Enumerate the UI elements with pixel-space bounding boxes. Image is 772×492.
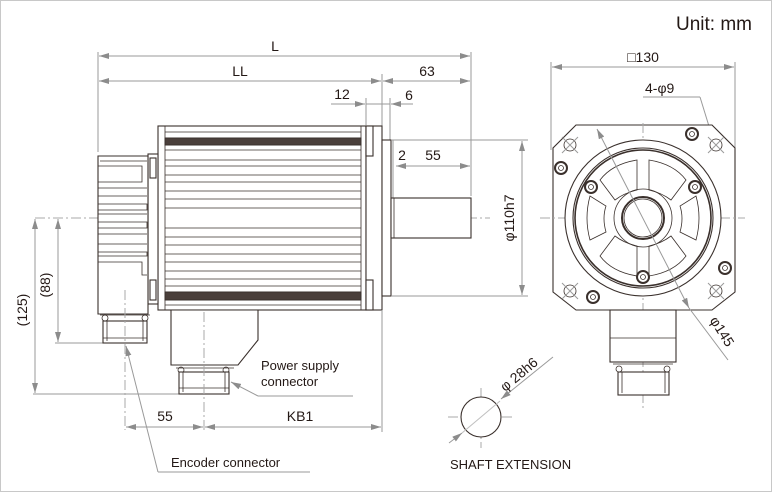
- power-supply-label-line1: Power supply: [261, 358, 340, 373]
- power-supply-connector: [170, 309, 259, 395]
- dim-55-connector-label: 55: [157, 408, 173, 424]
- front-connector: [609, 309, 677, 396]
- mounting-holes: [561, 136, 725, 300]
- shaft-extension-caption: SHAFT EXTENSION: [450, 457, 571, 472]
- front-view: □130 4-φ9: [540, 49, 745, 408]
- dim-55-shaft-label: 55: [425, 147, 441, 163]
- encoder-housing: [97, 153, 159, 315]
- dim-holes-label: 4-φ9: [645, 80, 675, 96]
- encoder-connector-label: Encoder connector: [171, 455, 281, 470]
- dim-L-label: L: [271, 38, 279, 54]
- side-view: L LL 63 12 6 2 55 φ110h7 (88) (125): [14, 38, 528, 473]
- dim-2-label: 2: [398, 147, 406, 163]
- dim-6-label: 6: [405, 87, 413, 103]
- power-supply-label-line2: connector: [261, 374, 319, 389]
- dim-125-label: (125): [14, 294, 30, 327]
- dim-phi110h7-label: φ110h7: [501, 194, 517, 241]
- dim-KB1-label: KB1: [287, 408, 314, 424]
- cooling-fins: [164, 131, 362, 306]
- shaft-extension-view: φ 28h6 SHAFT EXTENSION: [448, 354, 571, 472]
- pilot-spigot: [381, 139, 392, 297]
- dimension-line-phi145: [596, 128, 690, 309]
- motor-shaft: [390, 197, 472, 239]
- motor-body: [157, 125, 367, 311]
- dim-square130-label: □130: [627, 49, 659, 65]
- dim-12-label: 12: [334, 86, 350, 102]
- unit-label: Unit: mm: [676, 14, 752, 35]
- dim-phi145-label: φ145: [707, 313, 738, 349]
- dim-63-label: 63: [419, 63, 435, 79]
- dim-phi28h6-label: φ 28h6: [497, 354, 541, 395]
- dim-88-label: (88): [37, 273, 53, 298]
- dim-LL-label: LL: [232, 63, 248, 79]
